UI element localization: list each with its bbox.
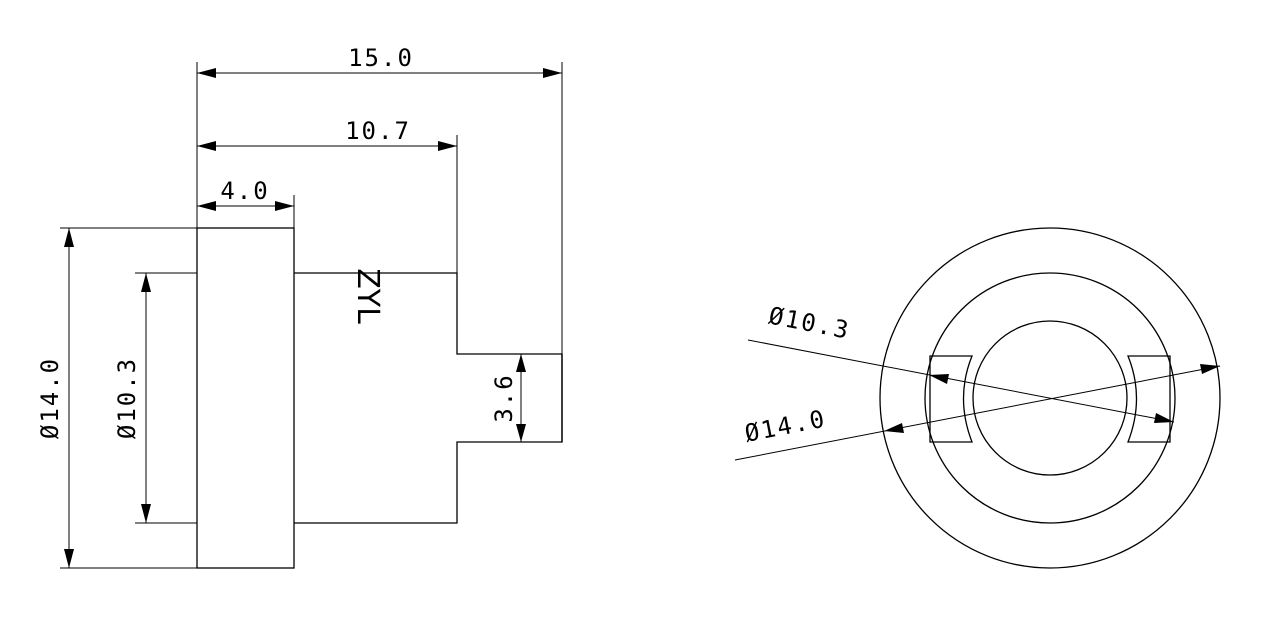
inner-diameter-label: Ø10.3 [766, 302, 852, 345]
overall-length-label: 15.0 [348, 44, 414, 72]
step-length-label: 10.7 [345, 117, 411, 145]
outer-circle [879, 227, 1221, 569]
right-slot [1127, 355, 1171, 443]
left-slot [929, 355, 973, 443]
dimension-tip-height: 3.6 [490, 354, 526, 442]
flange-width-label: 4.0 [220, 177, 269, 205]
dimension-body-diameter: Ø10.3 [113, 273, 151, 523]
flange-outline [196, 227, 295, 569]
dimension-outer-diameter: Ø14.0 [734, 364, 1221, 461]
body-diameter-label: Ø10.3 [113, 357, 141, 439]
dimension-flange-diameter: Ø14.0 [36, 228, 74, 568]
tip-height-label: 3.6 [490, 373, 518, 422]
body-outline [294, 272, 563, 524]
flange-diameter-label: Ø14.0 [36, 357, 64, 439]
side-view: 15.0 10.7 4.0 Ø14.0 Ø10.3 [36, 44, 563, 569]
dimension-overall-length: 15.0 [197, 44, 562, 78]
inner-circle [972, 320, 1128, 476]
front-view: Ø10.3 Ø14.0 [734, 227, 1221, 569]
middle-circle [924, 272, 1176, 524]
dimension-step-length: 10.7 [197, 117, 457, 151]
logo-mark: ZYL [350, 268, 385, 324]
dimension-flange-width: 4.0 [197, 177, 294, 211]
dimension-inner-diameter: Ø10.3 [747, 302, 1175, 423]
outer-diameter-label: Ø14.0 [742, 405, 828, 448]
